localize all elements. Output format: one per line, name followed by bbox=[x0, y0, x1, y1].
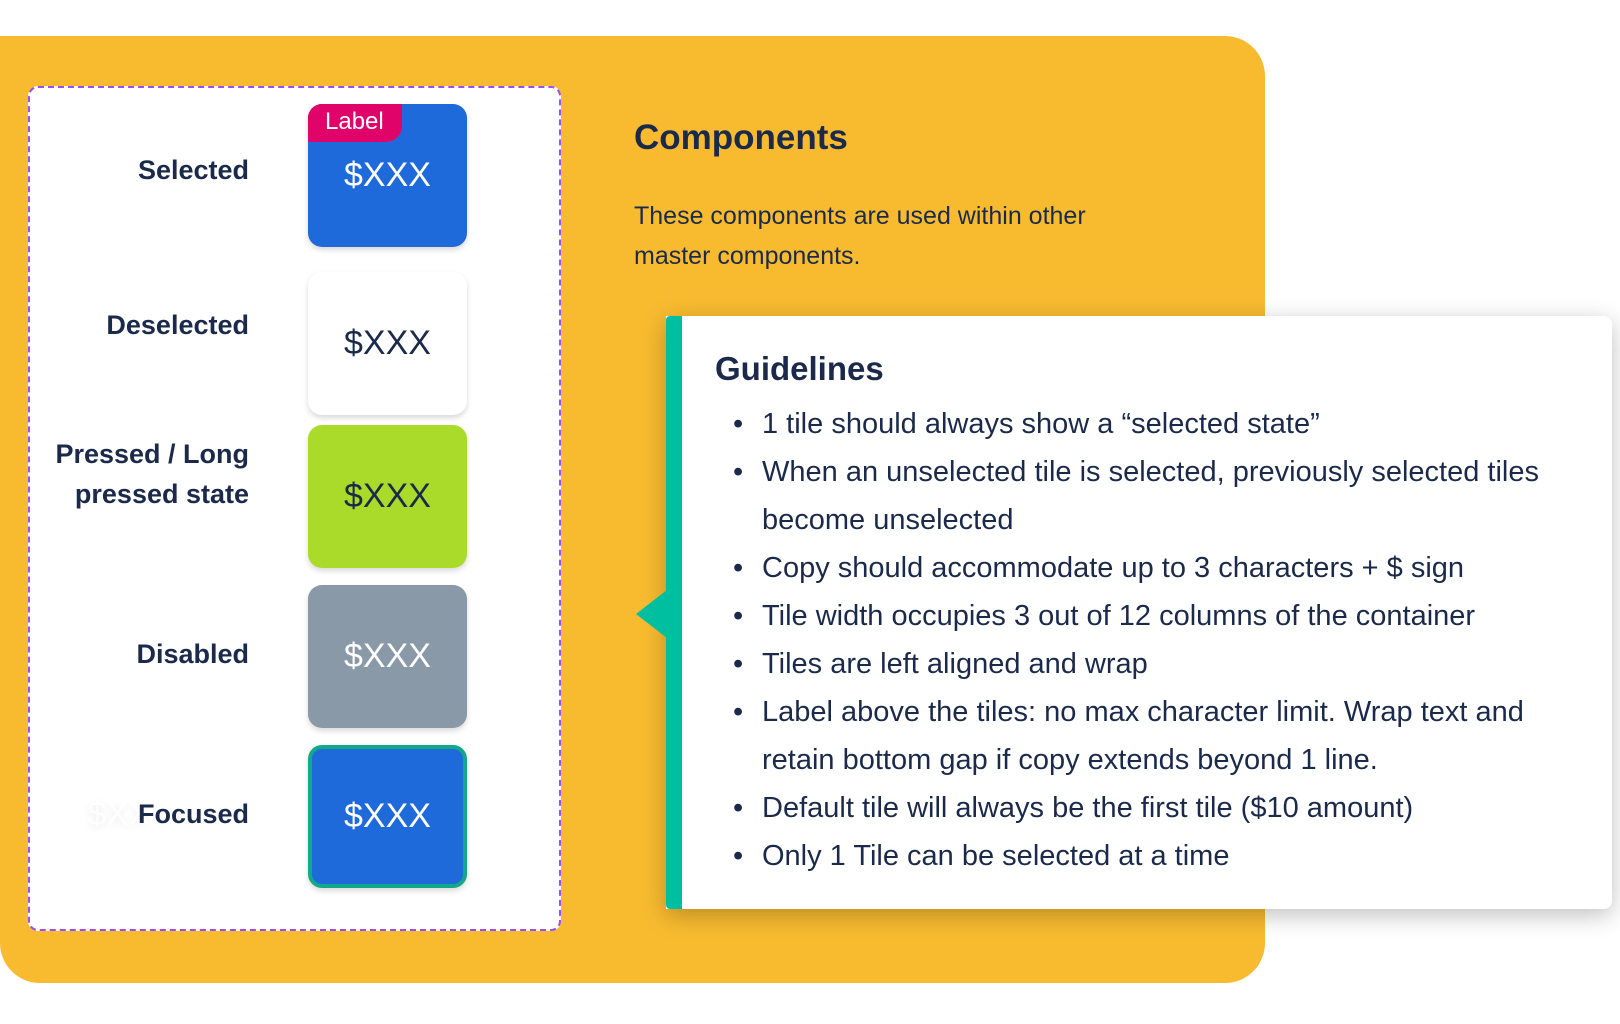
guidelines-title: Guidelines bbox=[715, 350, 884, 387]
guideline-item: Tile width occupies 3 out of 12 columns … bbox=[715, 592, 1575, 640]
state-label-disabled: Disabled bbox=[136, 639, 249, 669]
tile-amount: $XXX bbox=[344, 637, 431, 675]
tile-amount: $XXX bbox=[344, 156, 431, 194]
tile-disabled: $XXX bbox=[308, 585, 467, 728]
guideline-item: When an unselected tile is selected, pre… bbox=[715, 448, 1575, 544]
guideline-item: 1 tile should always show a “selected st… bbox=[715, 400, 1575, 448]
state-label-focused: Focused bbox=[137, 799, 249, 829]
tile-focused[interactable]: $XXX bbox=[308, 745, 467, 888]
guidelines-list: 1 tile should always show a “selected st… bbox=[715, 400, 1575, 880]
accent-strip bbox=[666, 316, 682, 909]
state-label-pressed: Pressed / Long pressed state bbox=[55, 439, 249, 509]
tile-states-frame bbox=[28, 86, 561, 931]
tile-label-badge: Label bbox=[308, 104, 402, 142]
ghost-amount-text: $XX bbox=[88, 795, 151, 832]
callout-arrow-icon bbox=[636, 590, 667, 638]
components-description: These components are used within other m… bbox=[634, 202, 1086, 270]
state-label-selected: Selected bbox=[137, 155, 249, 185]
tile-deselected[interactable]: $XXX bbox=[308, 272, 467, 415]
guideline-item: Copy should accommodate up to 3 characte… bbox=[715, 544, 1575, 592]
tile-amount: $XXX bbox=[344, 797, 431, 835]
components-title: Components bbox=[634, 118, 848, 157]
state-label-deselected: Deselected bbox=[106, 310, 249, 340]
tile-amount: $XXX bbox=[344, 324, 431, 362]
guideline-item: Only 1 Tile can be selected at a time bbox=[715, 832, 1575, 880]
guidelines-card: Guidelines 1 tile should always show a “… bbox=[636, 316, 1612, 909]
tile-amount: $XXX bbox=[344, 477, 431, 515]
tile-pressed[interactable]: $XXX bbox=[308, 425, 467, 568]
guideline-item: Label above the tiles: no max character … bbox=[715, 688, 1575, 784]
tile-selected[interactable]: Label $XXX bbox=[308, 104, 467, 247]
guideline-item: Default tile will always be the first ti… bbox=[715, 784, 1575, 832]
guideline-item: Tiles are left aligned and wrap bbox=[715, 640, 1575, 688]
